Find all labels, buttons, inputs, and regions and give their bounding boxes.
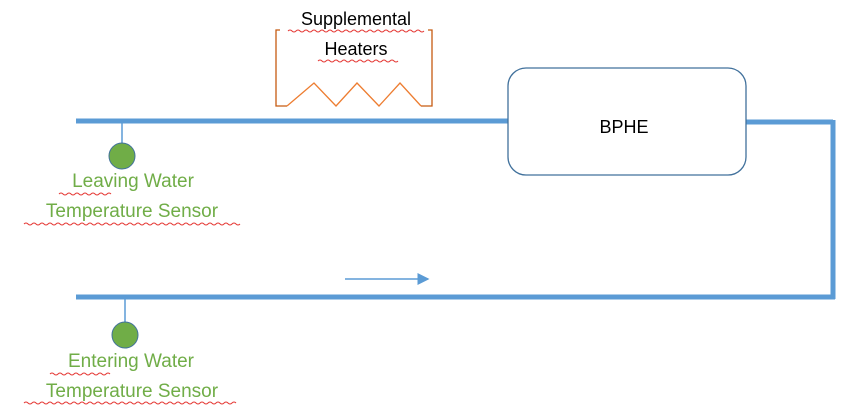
entering-sensor-label-line1: Entering Water	[68, 351, 195, 372]
leaving-sensor-label-line1: Leaving Water	[72, 171, 194, 192]
heater-coil-icon	[286, 82, 422, 107]
bphe-label: BPHE	[599, 117, 648, 137]
bphe-unit: BPHE	[507, 67, 747, 176]
heater-label-line1: Supplemental	[301, 9, 411, 29]
spellcheck-underline	[287, 29, 425, 33]
spellcheck-underline	[317, 59, 399, 63]
heater-bracket-left	[275, 29, 287, 107]
spellcheck-underline	[58, 192, 112, 196]
heater-bracket-right	[421, 29, 433, 107]
heater-label-line2: Heaters	[324, 39, 387, 59]
entering-water-sensor: Entering Water Temperature Sensor	[23, 299, 237, 405]
leaving-water-sensor: Leaving Water Temperature Sensor	[23, 123, 241, 226]
spellcheck-underline	[49, 372, 111, 376]
leaving-sensor-label-line2: Temperature Sensor	[46, 201, 219, 222]
spellcheck-underline	[23, 401, 237, 405]
entering-sensor-label-line2: Temperature Sensor	[46, 381, 219, 402]
bphe-box	[507, 67, 747, 176]
entering-sensor-dot-icon	[111, 321, 139, 349]
spellcheck-underline	[23, 222, 241, 226]
leaving-sensor-dot-icon	[108, 142, 136, 170]
supplemental-heaters: Supplemental Heaters	[275, 9, 433, 107]
